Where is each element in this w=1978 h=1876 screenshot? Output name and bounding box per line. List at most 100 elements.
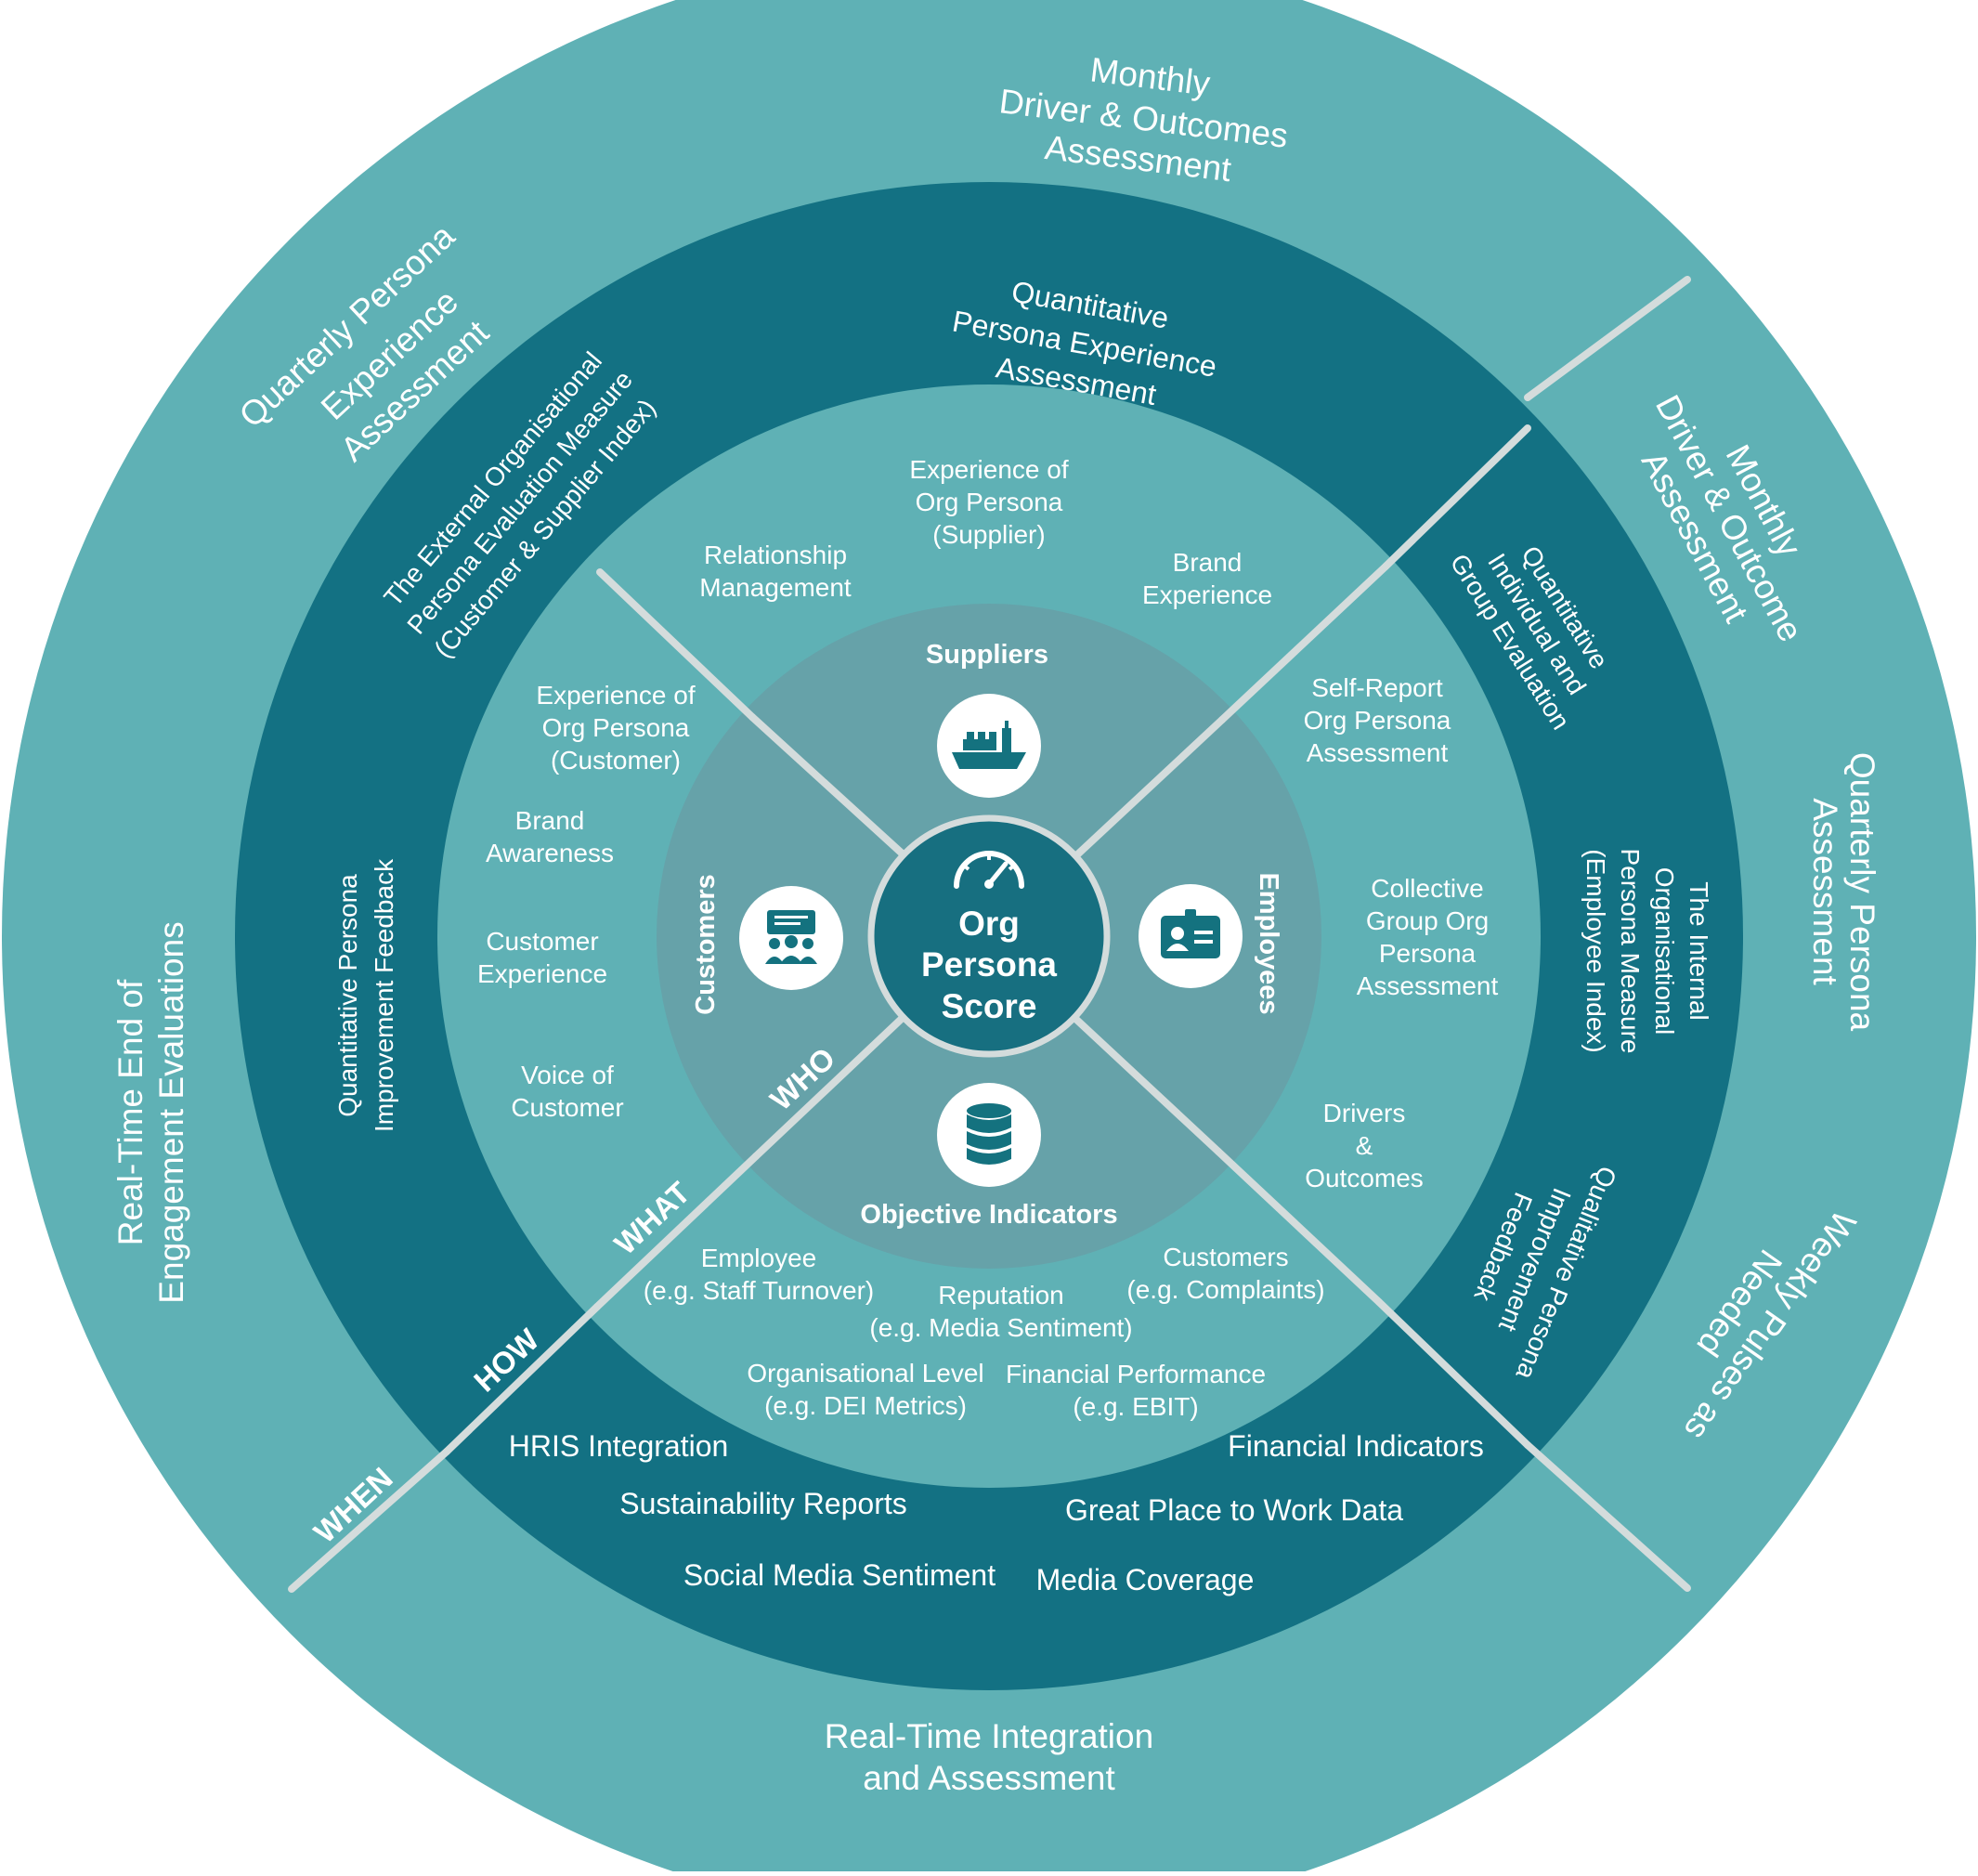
what-separator-bottom-right — [1215, 1148, 1383, 1306]
database-icon — [967, 1103, 1011, 1165]
what-text: Org Persona — [916, 488, 1063, 516]
what-brand-experience: Brand Experience — [1142, 548, 1272, 609]
what-text: (e.g. DEI Metrics) — [764, 1391, 967, 1420]
what-text: Assessment — [1357, 971, 1499, 1000]
how-text: (Employee Index) — [1581, 849, 1610, 1052]
objective-icon-circle — [937, 1083, 1041, 1187]
how-hris-integration: HRIS Integration — [509, 1429, 729, 1463]
customers-label: Customers — [691, 874, 721, 1015]
core-circle — [867, 814, 1111, 1058]
how-text: Improvement Feedback — [370, 858, 398, 1132]
how-text: Organisational — [1650, 867, 1679, 1036]
what-text: (Supplier) — [932, 520, 1045, 549]
what-text: Relationship — [704, 541, 847, 569]
core-line-3: Score — [942, 987, 1037, 1025]
what-collective: Collective Group Org Persona Assessment — [1357, 874, 1499, 1000]
when-text: Assessment — [1806, 798, 1844, 985]
core-line-1: Org — [958, 905, 1020, 943]
who-separator-top-left — [748, 713, 912, 863]
what-text: (e.g. Media Sentiment) — [869, 1313, 1132, 1342]
when-separator-bottom-right — [1524, 1441, 1691, 1592]
who-separator-top-right — [1069, 716, 1226, 863]
how-social-media-sentiment: Social Media Sentiment — [683, 1558, 996, 1592]
what-text: Customers — [1163, 1243, 1288, 1271]
how-great-place-to-work: Great Place to Work Data — [1065, 1493, 1403, 1527]
id-card-icon — [1161, 909, 1220, 958]
how-sustainability-reports: Sustainability Reports — [619, 1487, 906, 1520]
when-text: Real-Time Integration — [825, 1717, 1153, 1755]
what-brand-awareness: Brand Awareness — [486, 806, 614, 867]
what-text: Outcomes — [1305, 1164, 1424, 1192]
what-text: Self-Report — [1311, 673, 1443, 702]
what-text: Awareness — [486, 839, 614, 867]
what-reputation: Reputation (e.g. Media Sentiment) — [869, 1281, 1132, 1342]
how-separator-bottom-left — [443, 1303, 601, 1455]
what-text: Experience — [477, 959, 607, 988]
what-text: Financial Performance — [1006, 1360, 1266, 1388]
what-text: Collective — [1371, 874, 1483, 903]
what-customer-experience: Customer Experience — [477, 927, 607, 988]
what-experience-supplier: Experience of Org Persona (Supplier) — [909, 455, 1068, 549]
what-voice-of-customer: Voice of Customer — [511, 1061, 623, 1122]
how-separator-top-right — [1382, 424, 1531, 570]
when-right: Quarterly Persona Assessment — [1806, 752, 1881, 1032]
what-text: Voice of — [521, 1061, 614, 1089]
when-separator-bottom-left — [288, 1448, 450, 1593]
what-text: Org Persona — [542, 713, 690, 742]
ship-icon — [952, 721, 1026, 769]
what-text: Customer — [511, 1093, 623, 1122]
what-employee: Employee (e.g. Staff Turnover) — [644, 1244, 875, 1305]
what-customers: Customers (e.g. Complaints) — [1126, 1243, 1324, 1304]
when-separator-top-right — [1524, 276, 1691, 401]
how-right: The Internal Organisational Persona Meas… — [1581, 848, 1713, 1053]
how-text: Quantitative Persona — [333, 874, 362, 1117]
core-line-2: Persona — [921, 945, 1057, 984]
how-text: Persona Measure — [1616, 848, 1645, 1053]
employees-label: Employees — [1254, 872, 1283, 1014]
when-text: Engagement Evaluations — [152, 921, 190, 1303]
what-text: Persona — [1379, 939, 1477, 968]
what-text: Brand — [515, 806, 585, 835]
what-experience-customer: Experience of Org Persona (Customer) — [536, 681, 695, 775]
when-text: Real-Time End of — [111, 979, 150, 1245]
what-separator-top-left — [596, 568, 756, 721]
how-media-coverage: Media Coverage — [1036, 1563, 1255, 1596]
objective-indicators-label: Objective Indicators — [860, 1200, 1117, 1230]
what-text: (e.g. Staff Turnover) — [644, 1276, 875, 1305]
what-text: Group Org — [1366, 906, 1489, 935]
what-text: (e.g. Complaints) — [1126, 1275, 1324, 1304]
what-text: Customer — [486, 927, 598, 956]
what-text: Drivers — [1323, 1099, 1406, 1127]
what-organisational-level: Organisational Level (e.g. DEI Metrics) — [747, 1359, 983, 1420]
what-financial-performance: Financial Performance (e.g. EBIT) — [1006, 1360, 1266, 1421]
gauge-icon — [954, 851, 1024, 889]
how-text: The Internal — [1685, 881, 1713, 1020]
who-separator-bottom-left — [752, 1011, 909, 1160]
what-separator-top-right — [1218, 563, 1389, 723]
what-separator-bottom-left — [593, 1153, 760, 1310]
what-text: & — [1356, 1131, 1373, 1160]
what-text: Organisational Level — [747, 1359, 983, 1387]
what-text: Experience of — [536, 681, 695, 710]
how-financial-indicators: Financial Indicators — [1228, 1429, 1484, 1463]
who-separator-bottom-right — [1068, 1011, 1222, 1155]
when-text: and Assessment — [863, 1759, 1115, 1797]
what-drivers-outcomes: Drivers & Outcomes — [1305, 1099, 1424, 1192]
what-text: (e.g. EBIT) — [1073, 1392, 1198, 1421]
what-text: Org Persona — [1304, 706, 1451, 735]
separators — [288, 276, 1691, 1593]
what-relationship-management: Relationship Management — [699, 541, 852, 602]
what-text: Experience of — [909, 455, 1068, 484]
when-bottom: Real-Time Integration and Assessment — [825, 1717, 1153, 1797]
how-separator-bottom-right — [1375, 1298, 1531, 1449]
what-text: Employee — [701, 1244, 817, 1272]
what-text: Management — [699, 573, 852, 602]
how-left: Quantitative Persona Improvement Feedbac… — [333, 858, 398, 1132]
what-text: (Customer) — [551, 746, 681, 775]
when-left: Real-Time End of Engagement Evaluations — [111, 921, 190, 1303]
what-text: Assessment — [1307, 738, 1449, 767]
what-text: Reputation — [938, 1281, 1063, 1309]
when-text: Quarterly Persona — [1843, 752, 1881, 1032]
